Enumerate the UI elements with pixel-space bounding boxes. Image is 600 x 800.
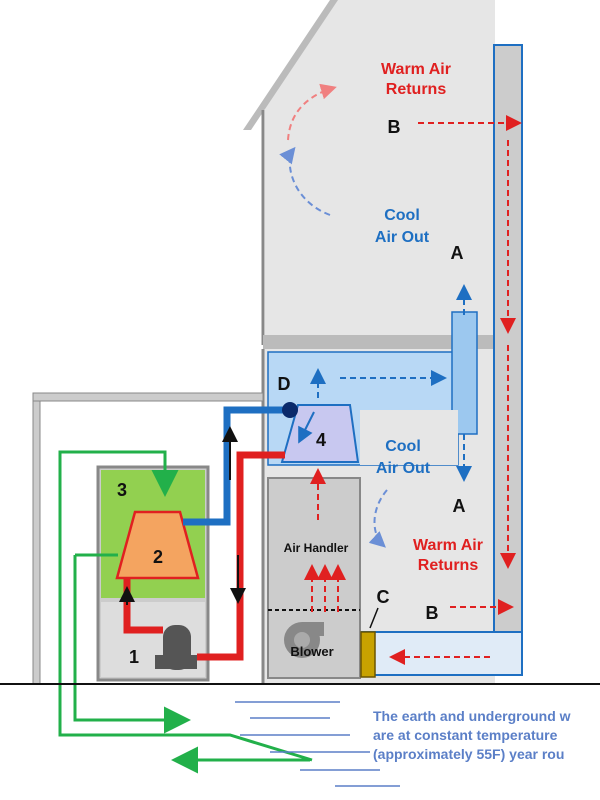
house-upper-floor (243, 0, 495, 349)
marker-b-bottom: B (426, 603, 439, 623)
lower-airflow (298, 368, 514, 665)
component-1: 1 (129, 647, 139, 667)
compressor (115, 510, 200, 580)
refrigerant-lines (119, 402, 298, 661)
cool-air-out-top-line1: Cool (384, 207, 420, 224)
warm-air-returns-top-line2: Returns (386, 81, 447, 98)
component-4: 4 (316, 430, 326, 450)
warm-air-returns-top-line1: Warm Air (381, 61, 451, 78)
marker-c: C (377, 587, 390, 607)
marker-a-top: A (451, 243, 464, 263)
cool-air-out-mid-line2: Air Out (376, 460, 431, 477)
upper-airflow (279, 83, 522, 569)
air-filter (360, 631, 376, 678)
indoor-coil (280, 404, 360, 463)
reversing-valve-point (282, 402, 298, 418)
caption-line1: The earth and underground w (373, 708, 571, 724)
warm-air-returns-bottom-line1: Warm Air (413, 537, 483, 554)
caption-line2: are at constant temperature (373, 727, 558, 743)
pump-icon (155, 625, 197, 670)
component-3: 3 (117, 480, 127, 500)
ground-strata (0, 683, 600, 787)
cool-air-out-mid-line1: Cool (385, 438, 421, 455)
caption-line3: (approximately 55F) year rou (373, 746, 564, 762)
cool-air-out-top-line2: Air Out (375, 229, 430, 246)
marker-c-leader (369, 607, 379, 629)
ground-loop (58, 450, 313, 774)
marker-d: D (278, 374, 291, 394)
marker-a-bottom: A (453, 496, 466, 516)
marker-b-top: B (388, 117, 401, 137)
warm-air-returns-bottom-line2: Returns (418, 557, 479, 574)
component-2: 2 (153, 547, 163, 567)
air-handler-label: Air Handler (284, 541, 349, 555)
blower-icon (284, 622, 324, 658)
blower-label: Blower (290, 644, 333, 659)
